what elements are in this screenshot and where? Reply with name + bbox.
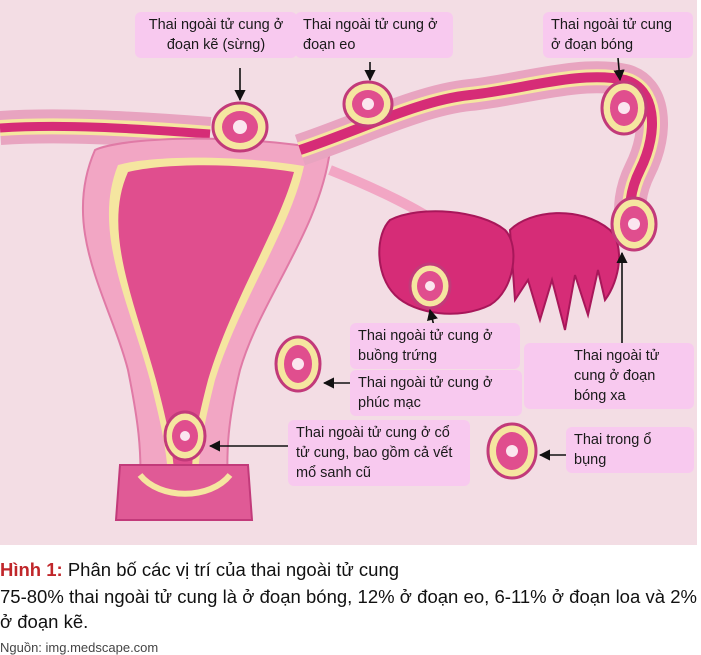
source-credit: Nguồn: img.medscape.com xyxy=(0,640,159,655)
pointer-arrows xyxy=(208,57,628,461)
sac-isthmic xyxy=(342,80,394,128)
sac-peritoneal xyxy=(274,335,322,393)
figure-number: Hình 1: xyxy=(0,559,63,580)
label-ampullary: Thai ngoài tử cung ở đoạn bóng xyxy=(543,12,693,58)
fimbriae xyxy=(508,212,621,331)
uterine-cavity xyxy=(118,165,294,470)
sac-ovarian xyxy=(408,262,452,310)
sac-cervical xyxy=(163,410,207,462)
uterus-illustration xyxy=(0,57,668,521)
figure-title: Phân bố các vị trí của thai ngoài tử cun… xyxy=(67,559,400,580)
sac-ampullary xyxy=(600,80,648,136)
label-cervical: Thai ngoài tử cung ở cổ tử cung, bao gồm… xyxy=(288,420,470,486)
anatomy-figure: Thai ngoài tử cung ở đoạn kẽ (sừng) Thai… xyxy=(0,0,697,545)
label-isthmic: Thai ngoài tử cung ở đoạn eo xyxy=(295,12,453,58)
label-distal-ampullary: Thai ngoài tử cung ở đoạn bóng xa xyxy=(524,343,694,409)
sac-distal-ampullary xyxy=(610,196,658,252)
sac-abdominal xyxy=(486,422,538,480)
figure-caption-title: Hình 1: Phân bố các vị trí của thai ngoà… xyxy=(0,557,697,582)
label-ovarian: Thai ngoài tử cung ở buồng trứng xyxy=(350,323,520,369)
figure-caption-body: 75-80% thai ngoài tử cung là ở đoạn bóng… xyxy=(0,586,697,632)
label-peritoneal: Thai ngoài tử cung ở phúc mạc xyxy=(350,370,522,416)
sac-interstitial xyxy=(211,101,269,153)
label-abdominal: Thai trong ổ bụng xyxy=(566,427,694,473)
label-interstitial: Thai ngoài tử cung ở đoạn kẽ (sừng) xyxy=(135,12,297,58)
